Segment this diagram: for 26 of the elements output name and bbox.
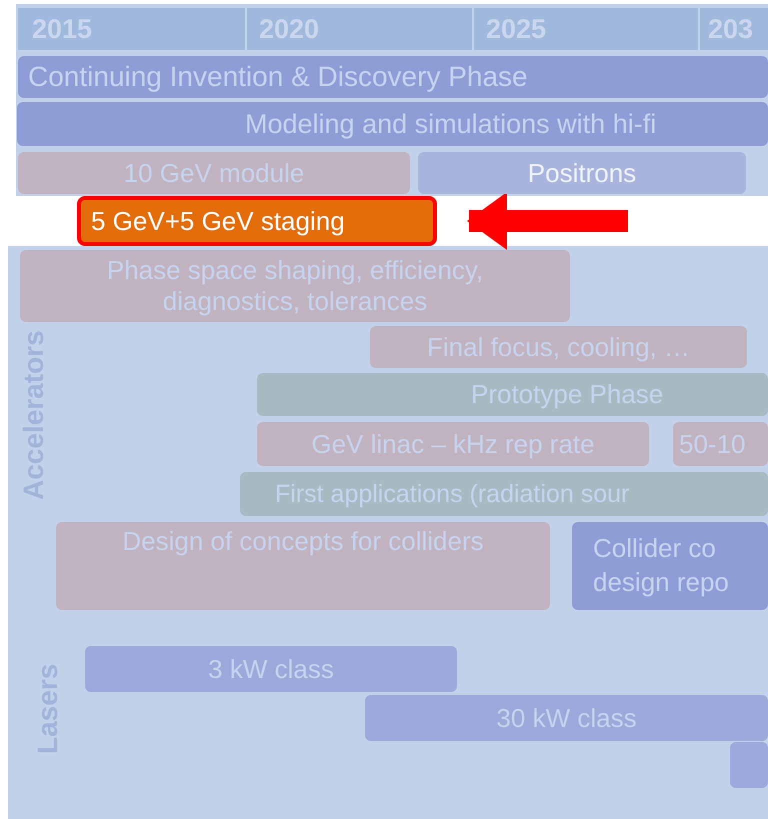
phase-bar [240,472,768,516]
phase-bar [17,102,768,146]
year-header-cell [18,8,245,50]
task-bar [20,250,570,322]
highlighted-task-bar [77,196,437,246]
bar-label: 5 GeV+5 GeV staging [91,206,345,236]
year-header-cell [474,8,698,50]
task-bar [18,152,410,194]
phase-bar [572,522,768,610]
task-bar [257,422,649,466]
bar-label: Positrons [528,158,636,188]
arrow [467,192,628,250]
laser-bar [730,742,768,788]
phase-bar [257,373,768,416]
task-bar [56,522,550,610]
bar-label: Collider co design repo [593,532,730,599]
bar-label: Continuing Invention & Discovery Phase [28,61,528,93]
laser-bar [365,695,768,741]
bar-label: Modeling and simulations with hi-fi [245,108,656,140]
task-bar [673,422,768,466]
phase-bar [18,56,768,98]
task-bar [418,152,746,194]
year-header-cell [700,8,768,50]
year-header-cell [247,8,472,50]
laser-bar [85,646,457,692]
task-bar [370,326,747,368]
